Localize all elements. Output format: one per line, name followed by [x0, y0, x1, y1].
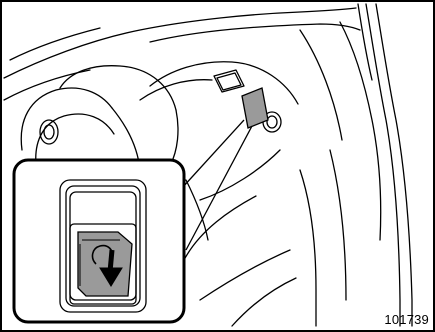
inset-switch	[78, 232, 132, 296]
inset-detail	[14, 160, 184, 322]
figure-number: 101739	[384, 312, 429, 327]
